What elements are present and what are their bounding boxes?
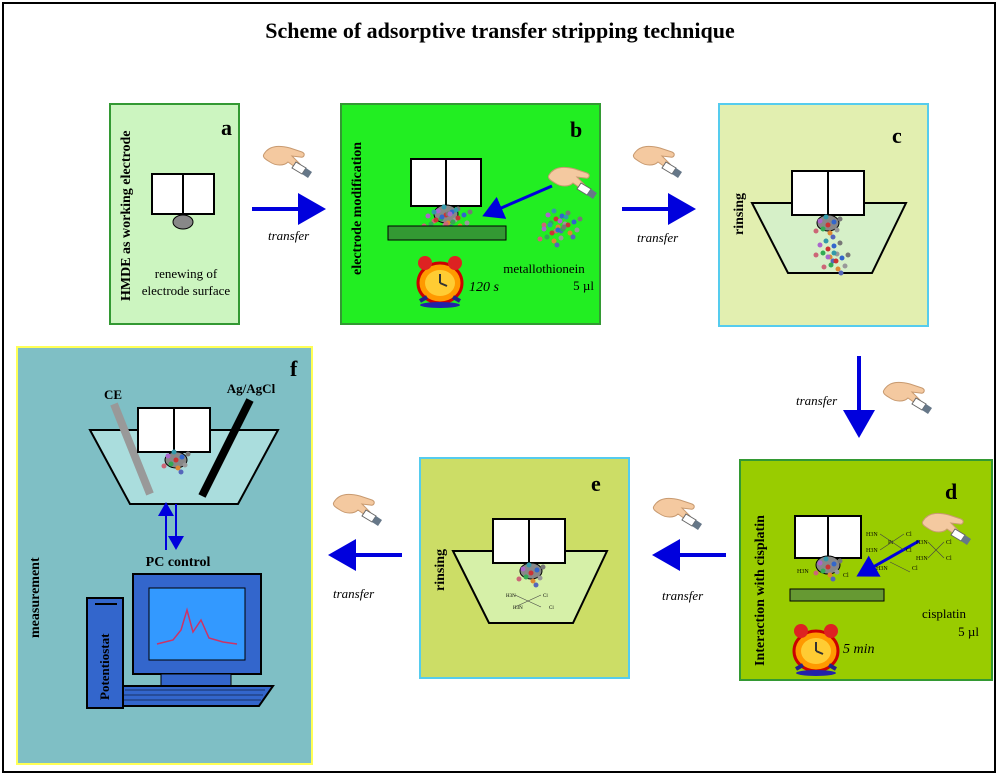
- panel-letter: c: [892, 123, 902, 148]
- panel-side-label: electrode modification: [350, 141, 365, 275]
- svg-text:H3N: H3N: [876, 566, 888, 572]
- arrow-icon: [843, 356, 875, 438]
- electrode-icon: H3N Cl: [789, 515, 920, 602]
- panel-d: d Interaction with cisplatin H3N Cl H3N C…: [739, 459, 993, 681]
- svg-text:H3N: H3N: [866, 532, 878, 538]
- panel-letter: d: [945, 479, 958, 504]
- molecule-cluster-icon: [537, 208, 583, 248]
- panel-side-label: measurement: [28, 557, 43, 638]
- panel-c: c rinsing: [718, 103, 929, 327]
- panel-letter: f: [290, 356, 298, 381]
- svg-text:Cl: Cl: [906, 532, 912, 538]
- volume-label: 5 µl: [958, 624, 979, 639]
- panel-letter: e: [591, 471, 601, 496]
- svg-text:Cl: Cl: [946, 540, 952, 546]
- arrow-icon: [482, 184, 553, 219]
- alarm-clock-icon: [416, 254, 464, 310]
- transfer-label: transfer: [637, 230, 679, 245]
- arrow-icon: [328, 539, 402, 571]
- transfer-label: transfer: [662, 588, 704, 603]
- svg-text:H3N: H3N: [797, 569, 809, 575]
- timer-label: 120 s: [469, 280, 499, 295]
- transfer-label: transfer: [796, 393, 838, 408]
- computer-icon: [86, 573, 275, 709]
- pc-control-label: PC control: [145, 555, 211, 570]
- panel-f: f measurement CE Ag/AgCl PC control Pote…: [16, 346, 313, 765]
- panel-side-label: rinsing: [732, 192, 747, 235]
- svg-text:H3N: H3N: [513, 606, 523, 611]
- svg-text:Cl: Cl: [912, 566, 918, 572]
- beaker-icon: [88, 398, 280, 505]
- beaker-icon: [750, 170, 908, 276]
- transfer-label: transfer: [268, 228, 310, 243]
- counter-electrode-label: CE: [103, 387, 123, 402]
- electrode-icon: [151, 173, 215, 230]
- svg-text:Cl: Cl: [906, 548, 912, 554]
- svg-text:H3N: H3N: [916, 556, 928, 562]
- hand-icon: [262, 145, 313, 179]
- alarm-clock-icon: [792, 622, 840, 678]
- hand-icon: [547, 166, 598, 200]
- potentiostat-label: Potentiostat: [97, 633, 112, 700]
- hand-icon: [921, 512, 972, 546]
- svg-text:Cl: Cl: [549, 606, 554, 611]
- arrow-icon: [252, 193, 326, 225]
- svg-text:Cl: Cl: [543, 594, 548, 599]
- arrow-icon: [622, 193, 696, 225]
- svg-text:H3N: H3N: [866, 548, 878, 554]
- panel-letter: a: [221, 115, 232, 140]
- volume-label: 5 µl: [573, 278, 594, 293]
- svg-text:Cl: Cl: [843, 573, 849, 579]
- panel-b: b electrode modification metallothionein…: [340, 103, 601, 325]
- diagram-title: Scheme of adsorptive transfer stripping …: [265, 18, 735, 43]
- panel-letter: b: [570, 117, 583, 142]
- timer-label: 5 min: [843, 642, 875, 657]
- caption-line: renewing of: [154, 266, 218, 281]
- hand-icon: [882, 381, 933, 415]
- reference-electrode-label: Ag/AgCl: [226, 381, 276, 396]
- svg-text:Cl: Cl: [946, 556, 952, 562]
- bidirectional-arrow-icon: [158, 502, 184, 550]
- transfer-label: transfer: [333, 586, 375, 601]
- reagent-label: metallothionein: [503, 261, 585, 276]
- electrode-icon: [387, 158, 507, 241]
- panel-side-label: rinsing: [433, 548, 448, 591]
- svg-text:H3N: H3N: [506, 594, 516, 599]
- arrow-icon: [652, 539, 726, 571]
- hand-icon: [332, 493, 383, 527]
- panel-a: a HMDE as working electrode renewing of …: [109, 103, 240, 325]
- svg-text:H3N: H3N: [916, 540, 928, 546]
- hand-icon: [632, 145, 683, 179]
- reagent-label: cisplatin: [921, 606, 967, 621]
- caption-line: electrode surface: [141, 283, 231, 298]
- panel-side-label: Interaction with cisplatin: [753, 515, 768, 666]
- hand-icon: [652, 497, 703, 531]
